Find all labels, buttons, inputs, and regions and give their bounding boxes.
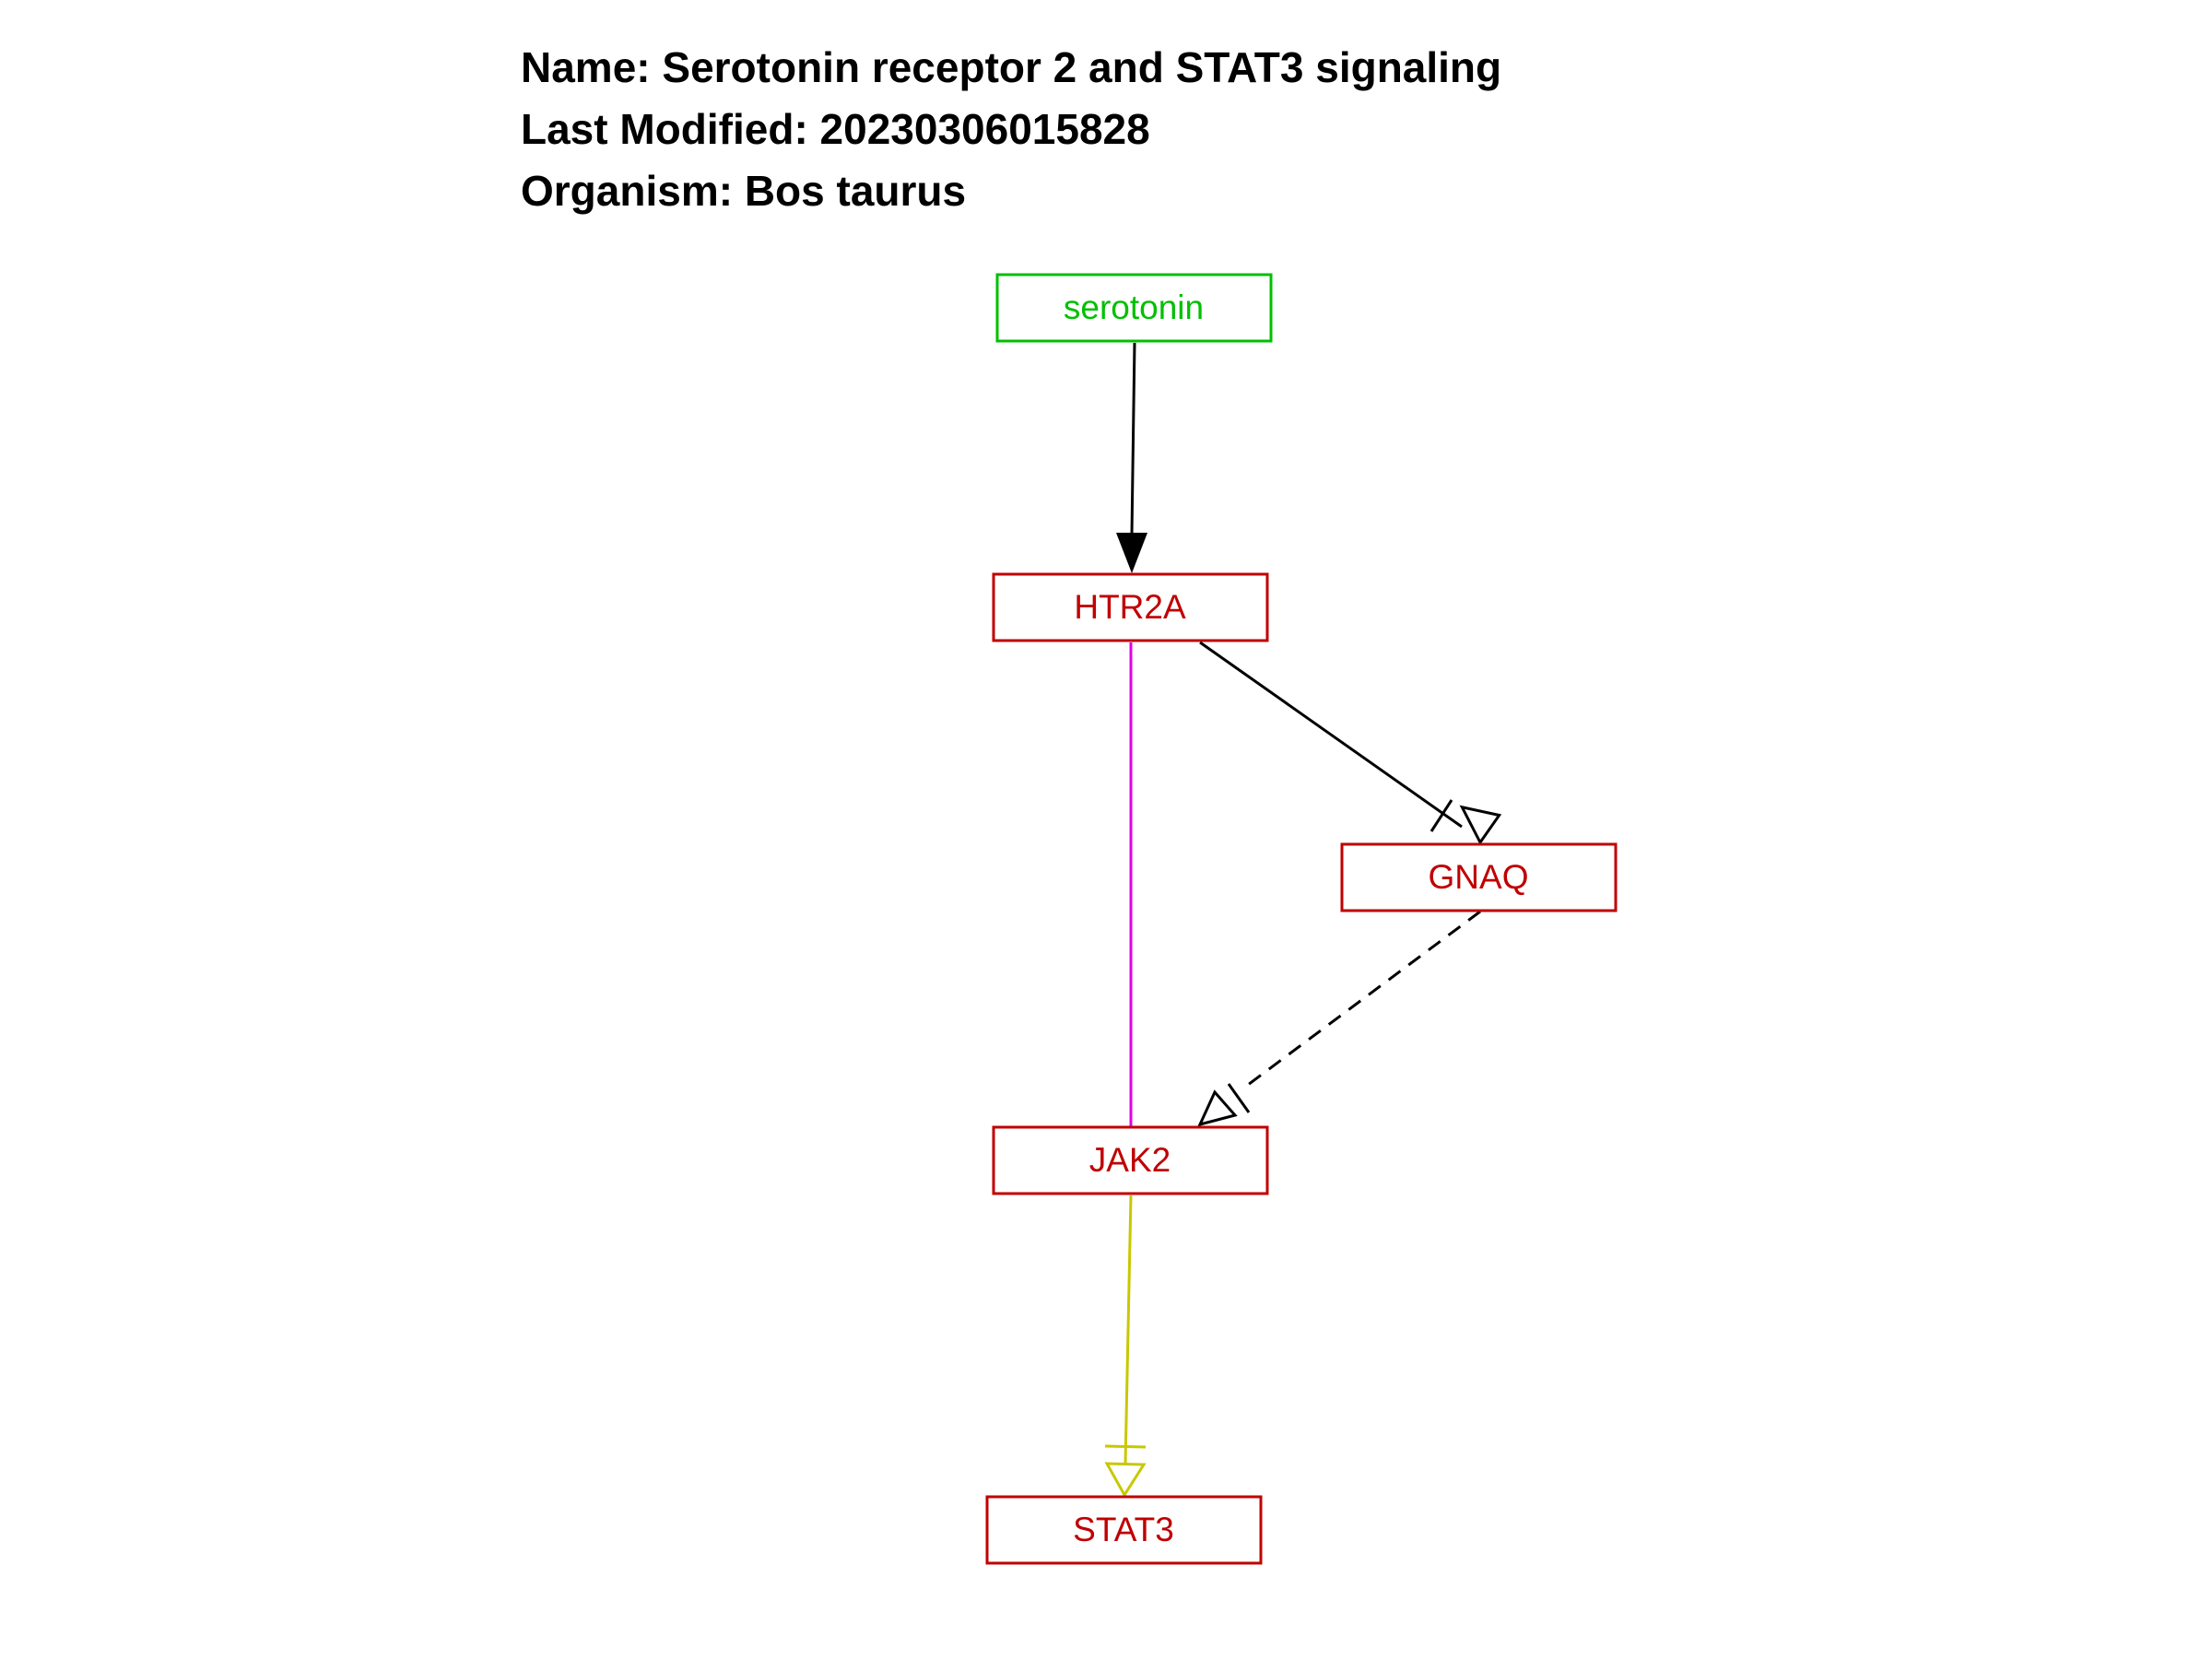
- organism: Organism: Bos taurus: [521, 167, 967, 215]
- edge-jak2-stat3-arrowhead: [1104, 1462, 1147, 1498]
- node-serotonin-label: serotonin: [1064, 288, 1204, 326]
- node-gnaq-box: [1340, 842, 1618, 912]
- pathway-name: Name: Serotonin receptor 2 and STAT3 sig…: [521, 43, 1502, 91]
- node-htr2a-box: [992, 572, 1269, 642]
- node-gnaq-label: GNAQ: [1429, 858, 1529, 896]
- node-jak2[interactable]: JAK2: [992, 1125, 1269, 1195]
- edge-htr2a-gnaq-arrowhead: [1459, 805, 1502, 845]
- node-stat3-label: STAT3: [1073, 1511, 1174, 1548]
- edge-serotonin-htr2a: [1116, 342, 1147, 573]
- node-gnaq[interactable]: GNAQ: [1340, 842, 1618, 912]
- node-serotonin[interactable]: serotonin: [995, 273, 1273, 343]
- node-stat3-box: [985, 1495, 1263, 1565]
- edge-serotonin-htr2a-arrowhead: [1116, 533, 1147, 573]
- last-modified: Last Modified: 20230306015828: [521, 105, 1150, 153]
- node-jak2-label: JAK2: [1089, 1141, 1171, 1179]
- edge-gnaq-jak2-arrowhead: [1197, 1089, 1238, 1127]
- node-jak2-box: [992, 1125, 1269, 1195]
- edge-jak2-stat3: [1104, 1194, 1147, 1498]
- edge-htr2a-gnaq: [1199, 641, 1502, 845]
- node-htr2a-label: HTR2A: [1074, 588, 1186, 626]
- node-serotonin-box: [995, 273, 1273, 343]
- edge-gnaq-jak2: [1197, 910, 1481, 1127]
- node-htr2a[interactable]: HTR2A: [992, 572, 1269, 642]
- edge-jak2-stat3-bar: [1104, 1444, 1147, 1449]
- edge-htr2a-gnaq-bar: [1430, 799, 1453, 832]
- edge-gnaq-jak2-bar: [1227, 1083, 1251, 1113]
- node-stat3[interactable]: STAT3: [985, 1495, 1263, 1565]
